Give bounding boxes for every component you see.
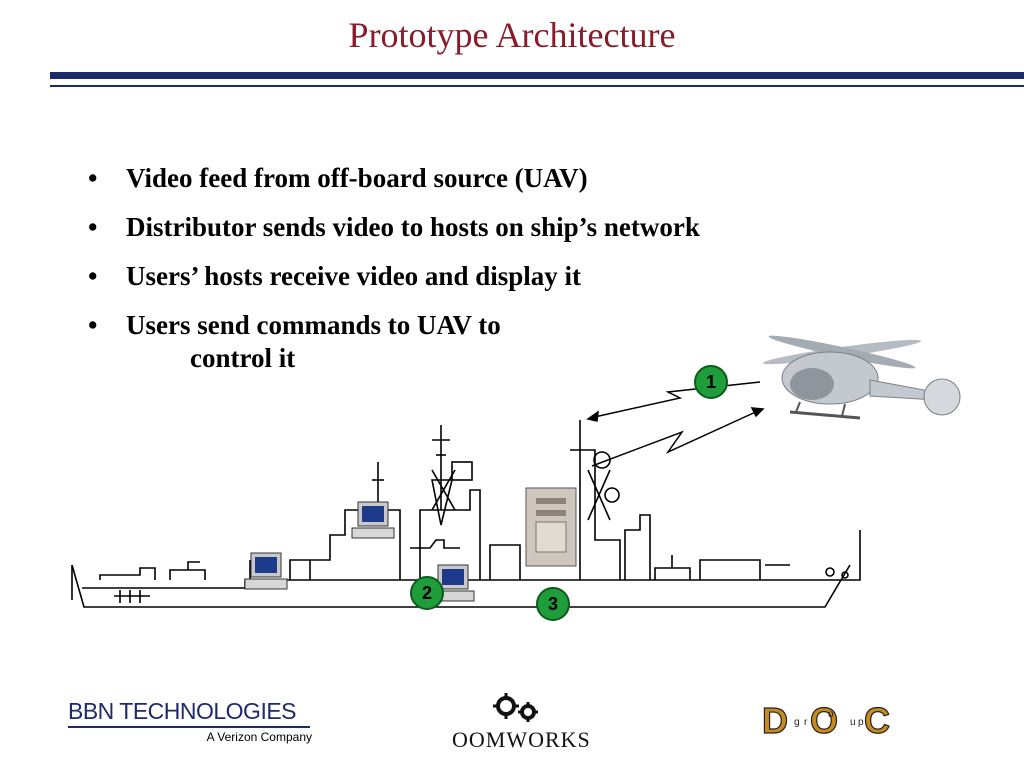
step-badge-3: 3 [536,587,570,621]
bullet-item: • Users’ hosts receive video and display… [88,258,700,294]
bullet-text: Users send commands to UAV to [126,310,501,340]
bullet-marker: • [88,261,98,291]
architecture-diagram [71,335,961,608]
bbn-name: BBN TECHNOLOGIES [68,698,297,724]
bullet-item: • Distributor sends video to hosts on sh… [88,209,700,245]
doc-small-0: g [794,717,800,728]
slide-title: Prototype Architecture [348,15,676,55]
doc-small-4: p [858,717,864,728]
oomworks-wordmark: OOMWORKS [452,727,591,752]
distributor-server-icon [525,487,577,567]
bullet-marker: • [88,163,98,193]
host-computer-icon [351,501,395,539]
gears-icon [493,693,538,722]
bullet-text: Users’ hosts receive video and display i… [126,261,581,291]
bbn-tagline: A Verizon Company [206,730,312,744]
doc-letter-o: O [810,700,838,741]
host-computer-icon [431,564,475,602]
doc-letter-c: C [864,700,890,741]
comm-link-uplink [591,407,765,467]
step-badge-1: 1 [694,365,728,399]
oomworks-logo: OOMWORKS [448,690,608,760]
bullet-text: Video feed from off-board source (UAV) [126,163,588,193]
doc-logo-graphic: D O C g r o u p [761,699,890,741]
uav-helicopter-icon [762,335,961,420]
host-computer-icon [244,552,288,590]
comm-link-downlink [586,381,761,422]
doc-letter-d: D [762,700,788,741]
title-divider-thick [50,72,1024,79]
bbn-underline [68,726,310,728]
bullet-item: • Users send commands to UAV to control … [88,307,700,373]
bullet-text: Distributor sends video to hosts on ship… [126,212,700,242]
bullet-continuation: control it [190,343,296,373]
doc-small-2: o [828,709,834,720]
title-divider-thin [50,85,1024,87]
bullet-marker: • [88,212,98,242]
doc-group-logo: D O C g r o u p [760,695,900,745]
bullet-list: • Video feed from off-board source (UAV)… [88,160,700,386]
bullet-marker: • [88,310,98,340]
step-badge-2: 2 [410,576,444,610]
bullet-item: • Video feed from off-board source (UAV) [88,160,700,196]
doc-small-1: r [804,717,808,728]
doc-small-3: u [850,717,856,728]
bbn-technologies-logo: BBN TECHNOLOGIES A Verizon Company [68,698,318,748]
